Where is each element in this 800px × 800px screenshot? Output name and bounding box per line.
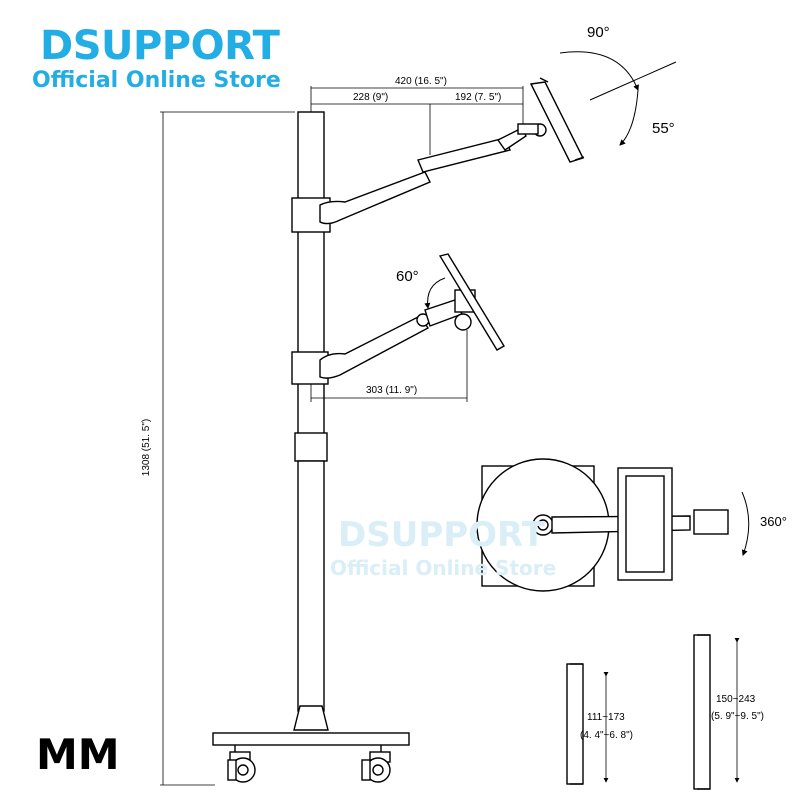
top-view xyxy=(476,458,729,592)
lower-reach-dimension-line xyxy=(310,330,468,402)
dimension-arm-segment-1: 228 (9") xyxy=(353,92,389,103)
base xyxy=(212,732,410,757)
dimension-lower-reach: 303 (11. 9") xyxy=(366,385,418,396)
rotation-arcs-upper xyxy=(559,51,677,146)
brand-subtitle: Official Online Store xyxy=(32,68,281,93)
tilt-arc-lower xyxy=(424,277,446,309)
height-dimension-line xyxy=(160,111,295,786)
caster-wheel-left xyxy=(227,751,256,783)
angle-label-360: 360° xyxy=(760,514,787,529)
lower-tablet-holder xyxy=(438,253,505,351)
watermark-subtitle: Official Online Store xyxy=(330,556,557,580)
small-clamp-diagram xyxy=(566,663,584,785)
small-clamp-range: 111~173 xyxy=(587,712,625,723)
brand-title: DSUPPORT xyxy=(40,23,280,69)
reach-dimension-lines xyxy=(310,86,524,155)
large-clamp-diagram xyxy=(693,634,711,790)
model-label: MM xyxy=(36,730,120,779)
dimension-height: 1308 (51. 5") xyxy=(141,418,153,477)
dimension-total-reach: 420 (16. 5") xyxy=(395,76,447,87)
watermark-title: DSUPPORT xyxy=(338,515,545,555)
upper-arm xyxy=(291,123,547,233)
large-clamp-range-inches: (5. 9"~9. 5") xyxy=(711,711,764,722)
dimension-arm-segment-2: 192 (7. 5") xyxy=(455,92,502,103)
angle-label-90: 90° xyxy=(587,24,610,41)
large-clamp-range: 150~243 xyxy=(716,694,756,705)
upper-tablet-holder xyxy=(529,77,585,163)
angle-label-60: 60° xyxy=(396,268,419,285)
angle-label-55: 55° xyxy=(652,120,675,137)
caster-wheel-right xyxy=(361,751,391,783)
rotation-arc-360 xyxy=(741,491,750,556)
small-clamp-range-inches: (4. 4"~6. 8") xyxy=(580,730,633,741)
